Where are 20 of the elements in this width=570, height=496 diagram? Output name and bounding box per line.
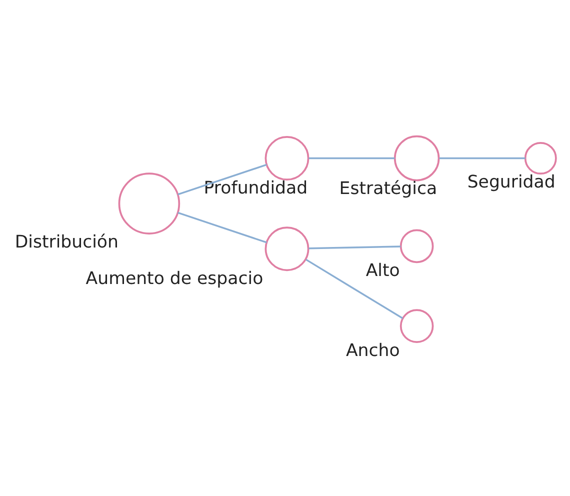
connector: [308, 245, 401, 249]
node-label: Alto: [366, 260, 400, 280]
connector: [308, 156, 395, 159]
connector: [439, 156, 526, 159]
connector: [178, 163, 267, 195]
node-circle: [264, 136, 310, 180]
node-label: Seguridad: [467, 172, 556, 192]
node-label: Estratégica: [339, 178, 438, 199]
node-circle: [394, 134, 440, 181]
node-circle: [524, 142, 557, 174]
node-circle: [264, 226, 310, 271]
connector: [178, 211, 267, 243]
node-label: Aumento de espacio: [86, 268, 264, 288]
node-label: Profundidad: [204, 178, 308, 198]
node-circle: [118, 172, 180, 234]
node-label: Ancho: [346, 340, 400, 360]
node-circle: [400, 308, 434, 342]
node-circle: [400, 228, 434, 263]
node-label: Distribución: [14, 232, 118, 252]
connector: [306, 258, 404, 318]
